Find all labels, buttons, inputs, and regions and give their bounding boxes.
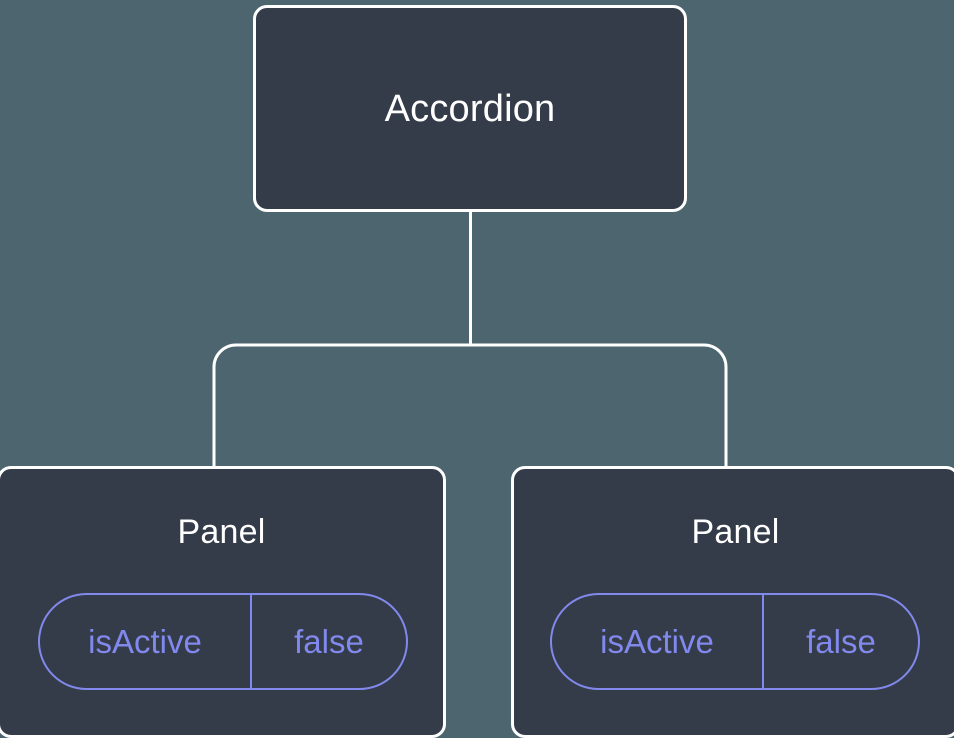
- node-panel-1-title: Panel: [177, 513, 266, 551]
- state-pill-panel-2[interactable]: isActive false: [550, 593, 920, 690]
- connector-branch-right: [470, 343, 728, 468]
- node-accordion-title: Accordion: [384, 87, 556, 130]
- state-pill-panel-1[interactable]: isActive false: [38, 593, 408, 690]
- state-key-panel-2: isActive: [600, 623, 714, 660]
- node-accordion[interactable]: Accordion: [253, 5, 687, 212]
- node-panel-2-title: Panel: [691, 513, 780, 551]
- connector-branch-left: [212, 343, 471, 468]
- state-key-panel-1: isActive: [88, 623, 202, 660]
- state-value-panel-2: false: [762, 595, 918, 688]
- state-value-panel-1: false: [250, 595, 406, 688]
